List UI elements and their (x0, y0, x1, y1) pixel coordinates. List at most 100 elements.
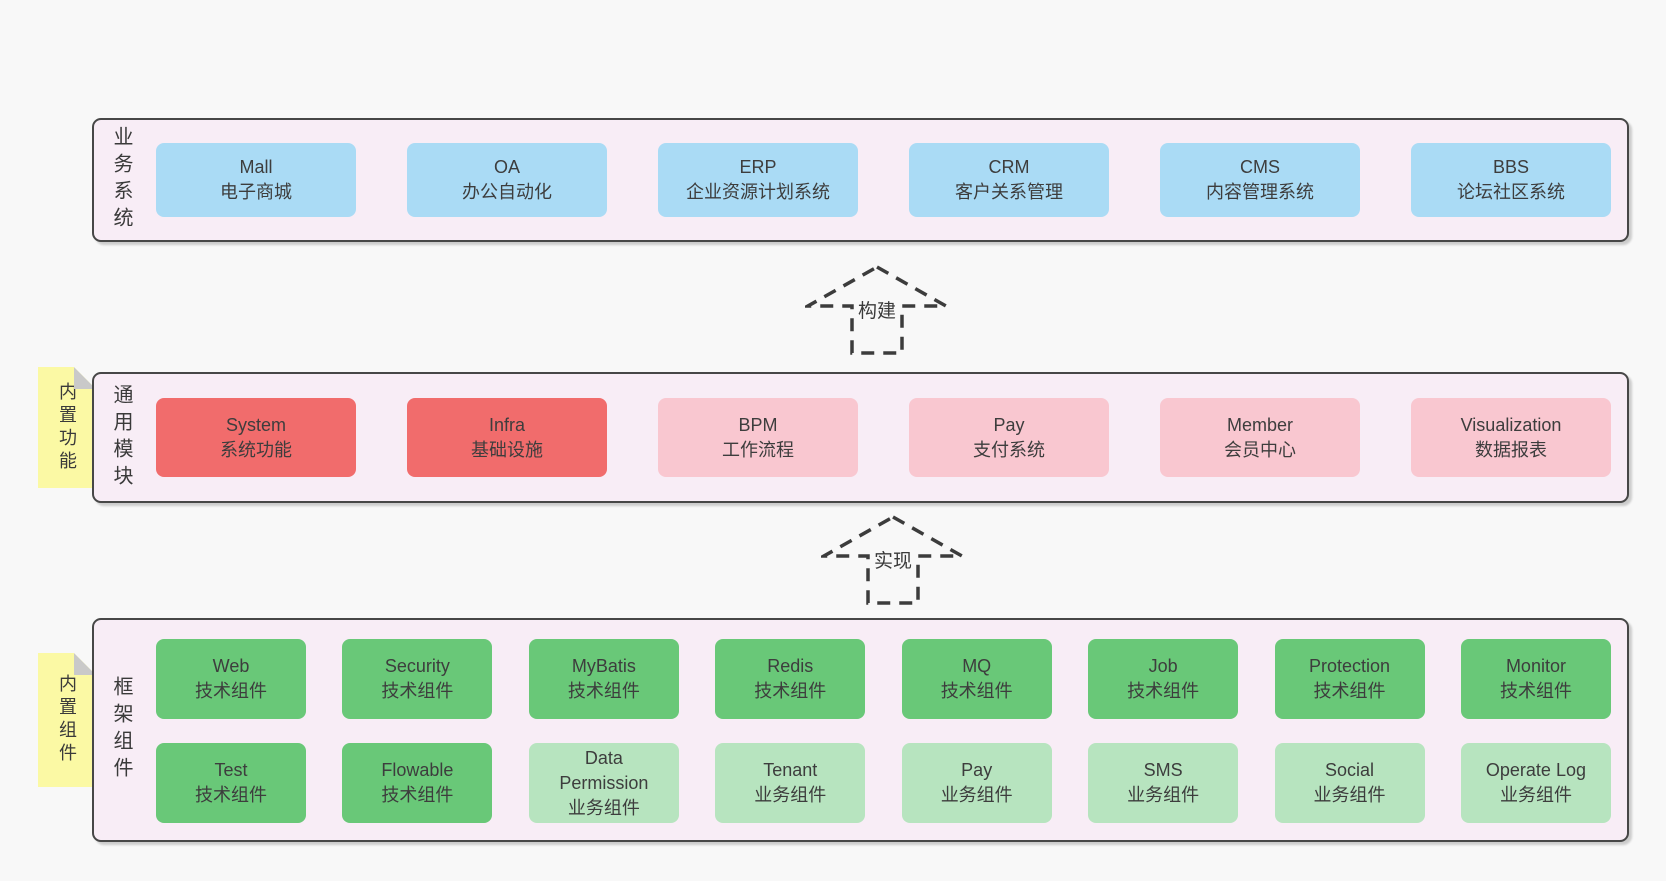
box-protection: Protection 技术组件 (1274, 639, 1425, 719)
box-oa: OA 办公自动化 (407, 143, 607, 217)
box-title: Mall (239, 157, 273, 177)
box-title: MQ (962, 656, 992, 676)
box-subtitle: 技术组件 (195, 785, 267, 805)
box-mall: Mall 电子商城 (156, 143, 356, 217)
box-title: Redis (767, 656, 814, 676)
box-subtitle: 论坛社区系统 (1457, 182, 1565, 202)
box-subtitle: 业务组件 (1313, 785, 1386, 805)
box-subtitle: 技术组件 (940, 681, 1013, 701)
box-member: Member 会员中心 (1160, 398, 1360, 477)
arrow-build-label: 构建 (854, 296, 900, 323)
box-flowable: Flowable 技术组件 (342, 743, 493, 823)
box-subtitle: 系统功能 (220, 439, 292, 460)
sticky-built-in-components: 内置组件 (38, 653, 96, 787)
sticky-built-in-functions: 内置功能 (38, 367, 96, 488)
box-title: CRM (988, 157, 1030, 177)
box-web: Web 技术组件 (156, 639, 306, 719)
box-crm: CRM 客户关系管理 (909, 143, 1109, 217)
box-title: MyBatis (571, 656, 636, 676)
layer-framework-components: 框架组件 Web 技术组件 Security 技术组件 MyBatis 技术组件… (92, 618, 1629, 842)
box-system: System 系统功能 (156, 398, 356, 477)
layer-label-business: 业务系统 (110, 126, 132, 234)
box-subtitle: 业务组件 (940, 785, 1013, 805)
box-title: CMS (1240, 157, 1280, 177)
box-security: Security 技术组件 (342, 639, 493, 719)
sticky-label: 内置功能 (57, 381, 77, 474)
box-subtitle: 技术组件 (195, 681, 267, 701)
box-bbs: BBS 论坛社区系统 (1411, 143, 1611, 217)
box-test: Test 技术组件 (156, 743, 306, 823)
box-subtitle: 基础设施 (471, 439, 543, 460)
box-title: Tenant (763, 760, 818, 780)
sticky-label: 内置组件 (57, 674, 77, 766)
box-title: Monitor (1505, 656, 1566, 676)
box-job: Job 技术组件 (1088, 639, 1239, 719)
box-monitor: Monitor 技术组件 (1460, 639, 1611, 719)
box-subtitle: 工作流程 (722, 439, 794, 460)
box-title: BPM (738, 414, 778, 435)
box-bpm: BPM 工作流程 (658, 398, 858, 477)
box-operate-log: Operate Log 业务组件 (1460, 743, 1611, 823)
box-cms: CMS 内容管理系统 (1160, 143, 1360, 217)
box-title: Protection (1309, 656, 1391, 676)
box-title: Flowable (381, 760, 454, 780)
box-subtitle: 支付系统 (973, 439, 1045, 460)
box-pay-component: Pay 业务组件 (901, 743, 1052, 823)
box-subtitle: 技术组件 (754, 681, 827, 701)
box-subtitle: 数据报表 (1475, 439, 1547, 460)
layer-business-systems: 业务系统 Mall 电子商城 OA 办公自动化 ERP 企业资源计划系统 CRM… (92, 118, 1629, 242)
box-subtitle: 客户关系管理 (955, 182, 1063, 202)
box-title: Operate Log (1485, 760, 1586, 780)
box-title: OA (493, 157, 520, 177)
box-subtitle: 会员中心 (1224, 439, 1296, 460)
box-subtitle: 技术组件 (1127, 681, 1200, 701)
box-subtitle: 业务组件 (754, 785, 827, 805)
box-title: Job (1148, 656, 1178, 676)
box-redis: Redis 技术组件 (715, 639, 866, 719)
box-title: BBS (1492, 157, 1530, 177)
box-title: Pay (961, 760, 993, 780)
box-social: Social 业务组件 (1274, 743, 1425, 823)
box-title: ERP (739, 157, 777, 177)
box-subtitle: 业务组件 (567, 797, 640, 818)
box-infra: Infra 基础设施 (407, 398, 607, 477)
arrow-build: 构建 (805, 264, 949, 356)
layer-common-modules: 通用模块 System 系统功能 Infra 基础设施 BPM 工作流程 Pay… (92, 372, 1629, 503)
business-box-row: Mall 电子商城 OA 办公自动化 ERP 企业资源计划系统 CRM 客户关系… (94, 143, 1627, 217)
box-subtitle: 技术组件 (381, 785, 454, 805)
box-tenant: Tenant 业务组件 (715, 743, 866, 823)
box-sms: SMS 业务组件 (1088, 743, 1239, 823)
box-mq: MQ 技术组件 (901, 639, 1052, 719)
box-title: Test (214, 760, 248, 780)
box-title: Visualization (1460, 414, 1562, 435)
box-subtitle: 办公自动化 (462, 182, 552, 202)
box-subtitle: 技术组件 (567, 681, 640, 701)
box-subtitle: 企业资源计划系统 (686, 182, 830, 202)
box-subtitle: 业务组件 (1499, 785, 1572, 805)
box-title: Data Permission (559, 747, 649, 793)
box-data-permission: Data Permission 业务组件 (528, 743, 679, 823)
box-title: SMS (1143, 760, 1183, 780)
box-subtitle: 电子商城 (220, 182, 292, 202)
box-visualization: Visualization 数据报表 (1411, 398, 1611, 477)
box-subtitle: 内容管理系统 (1206, 182, 1314, 202)
box-title: Social (1325, 760, 1375, 780)
box-subtitle: 技术组件 (1313, 681, 1386, 701)
components-box-row-1: Web 技术组件 Security 技术组件 MyBatis 技术组件 Redi… (94, 639, 1627, 719)
components-box-row-2: Test 技术组件 Flowable 技术组件 Data Permission … (94, 743, 1627, 823)
box-title: System (225, 414, 286, 435)
layer-label-components: 框架组件 (110, 676, 132, 784)
box-title: Security (384, 656, 450, 676)
box-pay-module: Pay 支付系统 (909, 398, 1109, 477)
box-title: Pay (993, 414, 1025, 435)
box-subtitle: 业务组件 (1127, 785, 1200, 805)
modules-box-row: System 系统功能 Infra 基础设施 BPM 工作流程 Pay 支付系统… (94, 398, 1627, 477)
box-subtitle: 技术组件 (381, 681, 454, 701)
box-subtitle: 技术组件 (1499, 681, 1572, 701)
layer-label-modules: 通用模块 (110, 383, 132, 492)
box-title: Infra (488, 414, 526, 435)
box-title: Web (212, 656, 250, 676)
box-mybatis: MyBatis 技术组件 (528, 639, 679, 719)
arrow-implement-label: 实现 (870, 546, 916, 573)
